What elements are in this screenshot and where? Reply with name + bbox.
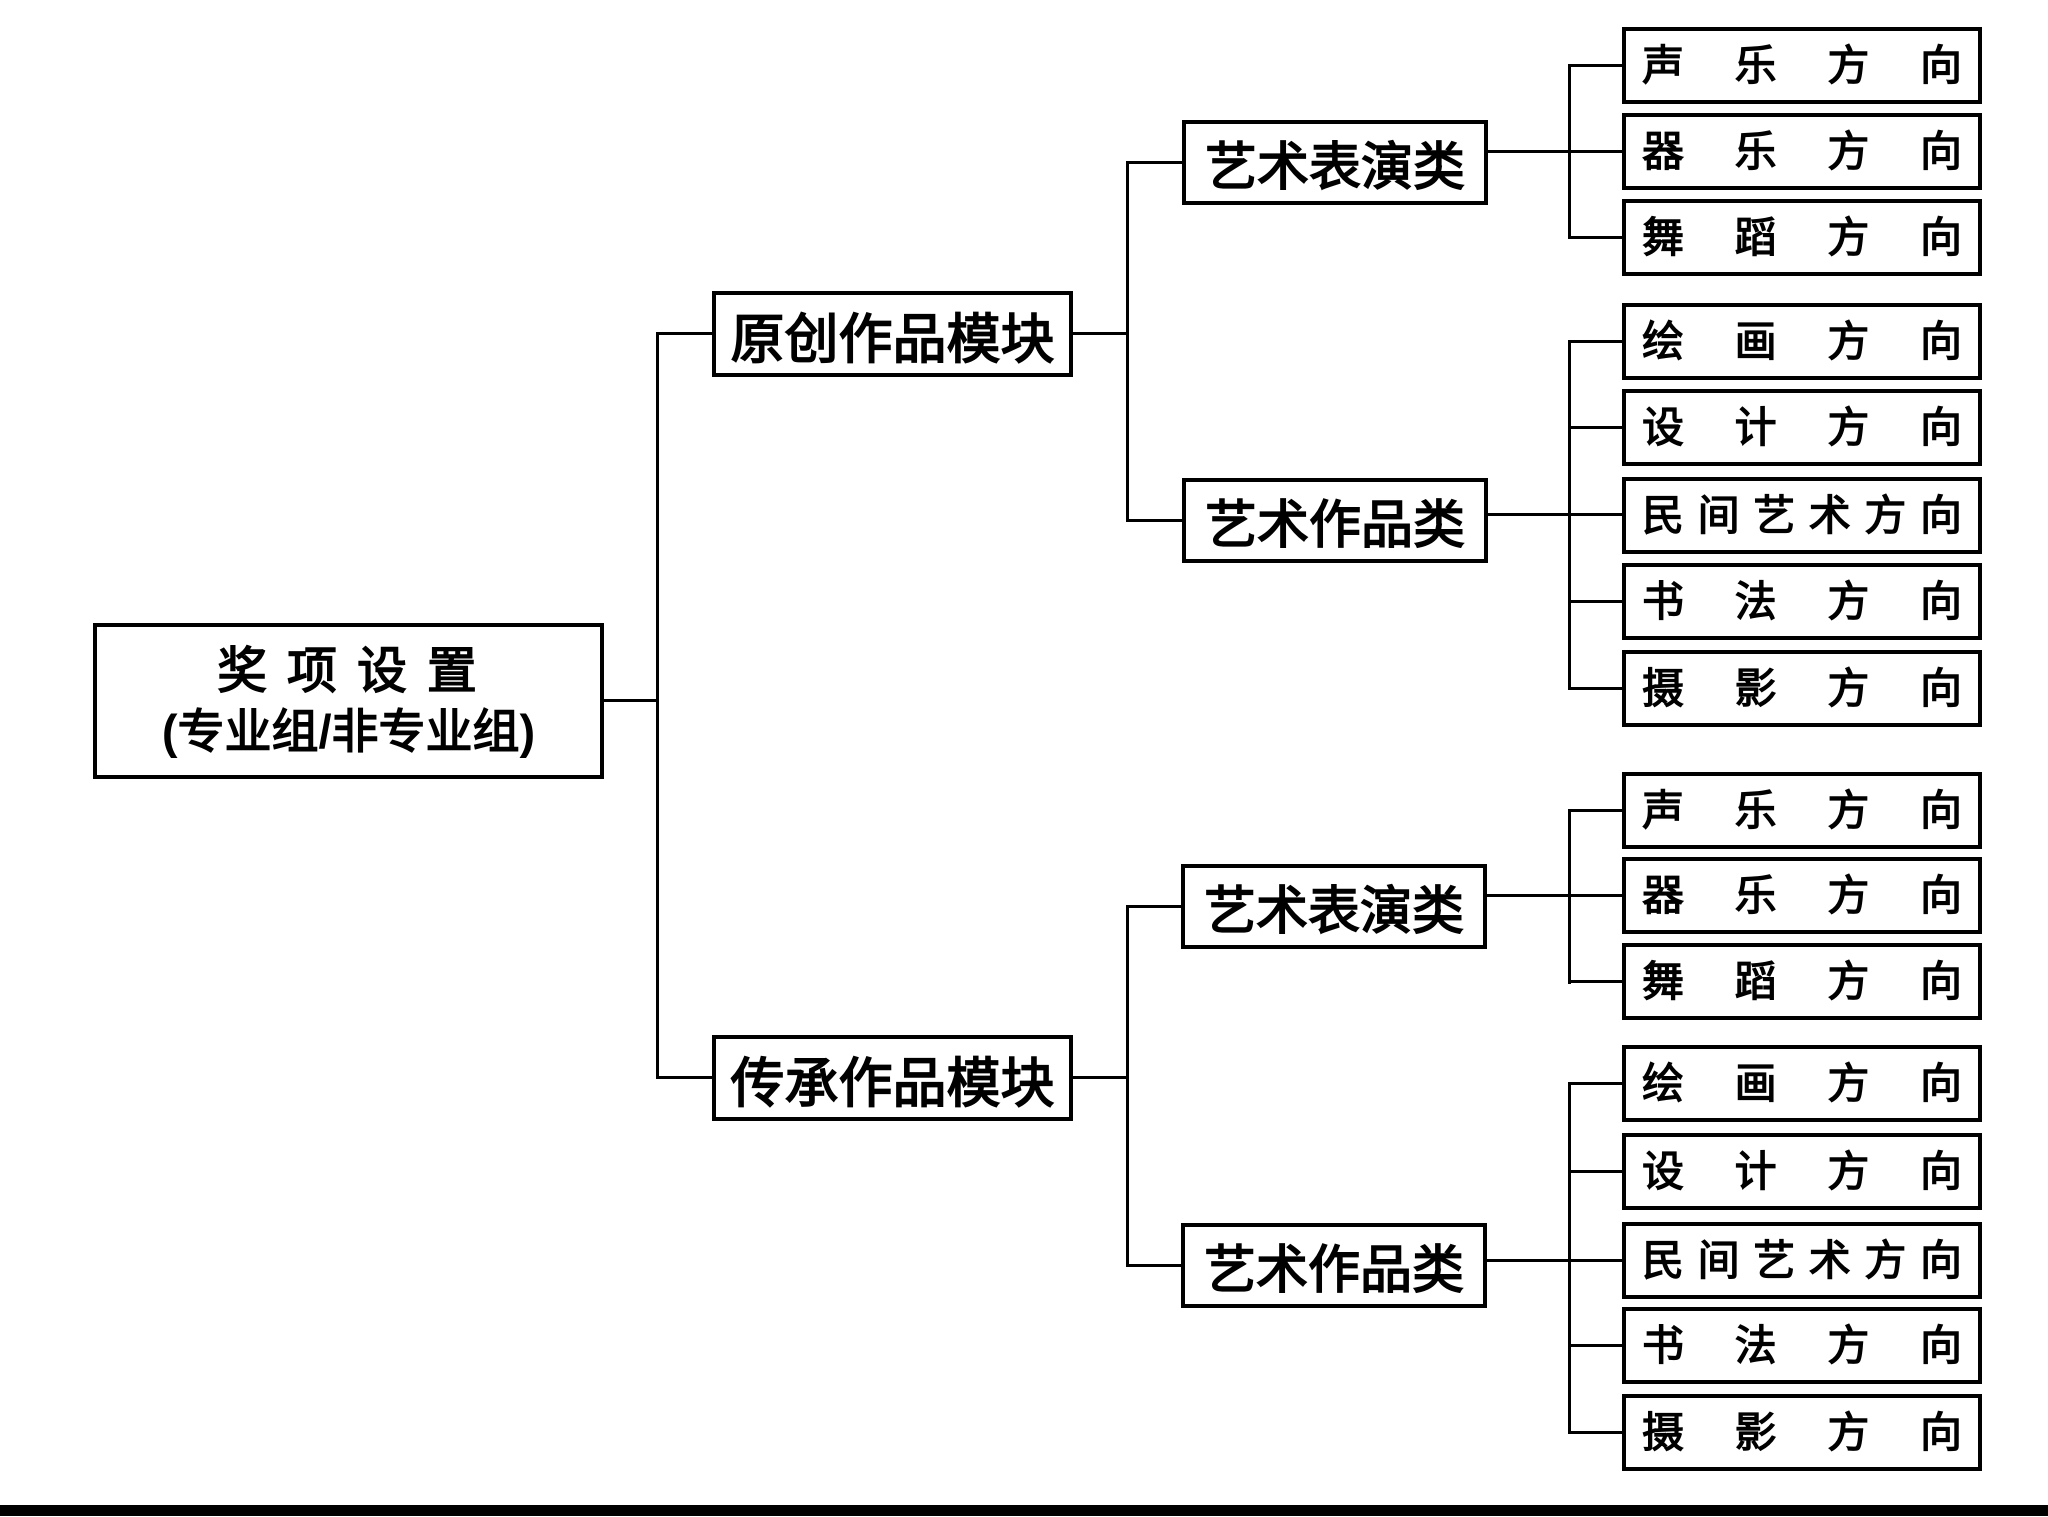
connector-stub-calligraphy-top xyxy=(1568,600,1622,603)
connector-stub-vocal-bottom xyxy=(1568,809,1622,812)
connector-stub-photography-top xyxy=(1568,687,1622,690)
module-node-heritage-works: 传承作品模块 xyxy=(712,1035,1073,1121)
root-node-award-setup: 奖 项 设 置 (专业组/非专业组) xyxy=(93,623,604,779)
connector-performance-top-vertical xyxy=(1568,64,1571,239)
connector-heritage-module-out xyxy=(1070,1076,1128,1079)
leaf-node-design-bottom: 设 计 方 向 xyxy=(1622,1133,1982,1210)
connector-heritage-categories-vertical xyxy=(1126,905,1129,1267)
connector-root-to-trunk xyxy=(602,699,659,702)
connector-trunk-vertical xyxy=(656,332,659,1079)
connector-original-categories-vertical xyxy=(1126,161,1129,522)
module-node-original-works: 原创作品模块 xyxy=(712,291,1073,377)
connector-performance-top-out xyxy=(1486,150,1622,153)
leaf-node-instrumental-bottom: 器 乐 方 向 xyxy=(1622,857,1982,934)
connector-to-artwork-top xyxy=(1126,519,1182,522)
category-node-artwork-top: 艺术作品类 xyxy=(1182,478,1488,563)
connector-stub-design-top xyxy=(1568,426,1622,429)
bottom-border-bar xyxy=(0,1505,2048,1516)
root-subtitle: (专业组/非专业组) xyxy=(161,704,536,758)
leaf-node-painting-bottom: 绘 画 方 向 xyxy=(1622,1045,1982,1122)
leaf-node-photography-top: 摄 影 方 向 xyxy=(1622,650,1982,727)
leaf-node-dance-bottom: 舞 蹈 方 向 xyxy=(1622,943,1982,1020)
leaf-node-folk-art-top: 民 间 艺 术 方 向 xyxy=(1622,477,1982,554)
leaf-node-folk-art-bottom: 民 间 艺 术 方 向 xyxy=(1622,1222,1982,1299)
connector-artwork-top-out xyxy=(1486,513,1622,516)
connector-stub-painting-bottom xyxy=(1568,1082,1622,1085)
leaf-node-vocal-bottom: 声 乐 方 向 xyxy=(1622,772,1982,849)
leaf-node-calligraphy-bottom: 书 法 方 向 xyxy=(1622,1307,1982,1384)
leaf-node-painting-top: 绘 画 方 向 xyxy=(1622,303,1982,380)
leaf-node-dance-top: 舞 蹈 方 向 xyxy=(1622,199,1982,276)
connector-artwork-bottom-out xyxy=(1485,1259,1622,1262)
connector-performance-bottom-out xyxy=(1485,894,1622,897)
connector-stub-vocal-top xyxy=(1568,64,1622,67)
category-node-artwork-bottom: 艺术作品类 xyxy=(1181,1223,1487,1308)
connector-trunk-to-original-module xyxy=(656,332,712,335)
category-node-performance-bottom: 艺术表演类 xyxy=(1181,864,1487,949)
leaf-node-vocal-top: 声 乐 方 向 xyxy=(1622,27,1982,104)
leaf-node-design-top: 设 计 方 向 xyxy=(1622,389,1982,466)
connector-to-performance-top xyxy=(1126,161,1182,164)
connector-stub-design-bottom xyxy=(1568,1170,1622,1173)
connector-stub-dance-bottom xyxy=(1568,980,1622,983)
connector-performance-bottom-vertical xyxy=(1568,809,1571,984)
connector-to-artwork-bottom xyxy=(1126,1264,1181,1267)
connector-stub-photography-bottom xyxy=(1568,1431,1622,1434)
connector-original-module-out xyxy=(1071,332,1128,335)
leaf-node-calligraphy-top: 书 法 方 向 xyxy=(1622,563,1982,640)
connector-stub-painting-top xyxy=(1568,340,1622,343)
connector-stub-dance-top xyxy=(1568,236,1622,239)
leaf-node-instrumental-top: 器 乐 方 向 xyxy=(1622,113,1982,190)
connector-to-performance-bottom xyxy=(1126,905,1181,908)
connector-artwork-top-vertical xyxy=(1568,340,1571,690)
connector-trunk-to-heritage-module xyxy=(656,1076,712,1079)
connector-artwork-bottom-vertical xyxy=(1568,1082,1571,1434)
leaf-node-photography-bottom: 摄 影 方 向 xyxy=(1622,1394,1982,1471)
root-title: 奖 项 设 置 xyxy=(217,643,480,700)
category-node-performance-top: 艺术表演类 xyxy=(1182,120,1488,205)
connector-stub-calligraphy-bottom xyxy=(1568,1344,1622,1347)
